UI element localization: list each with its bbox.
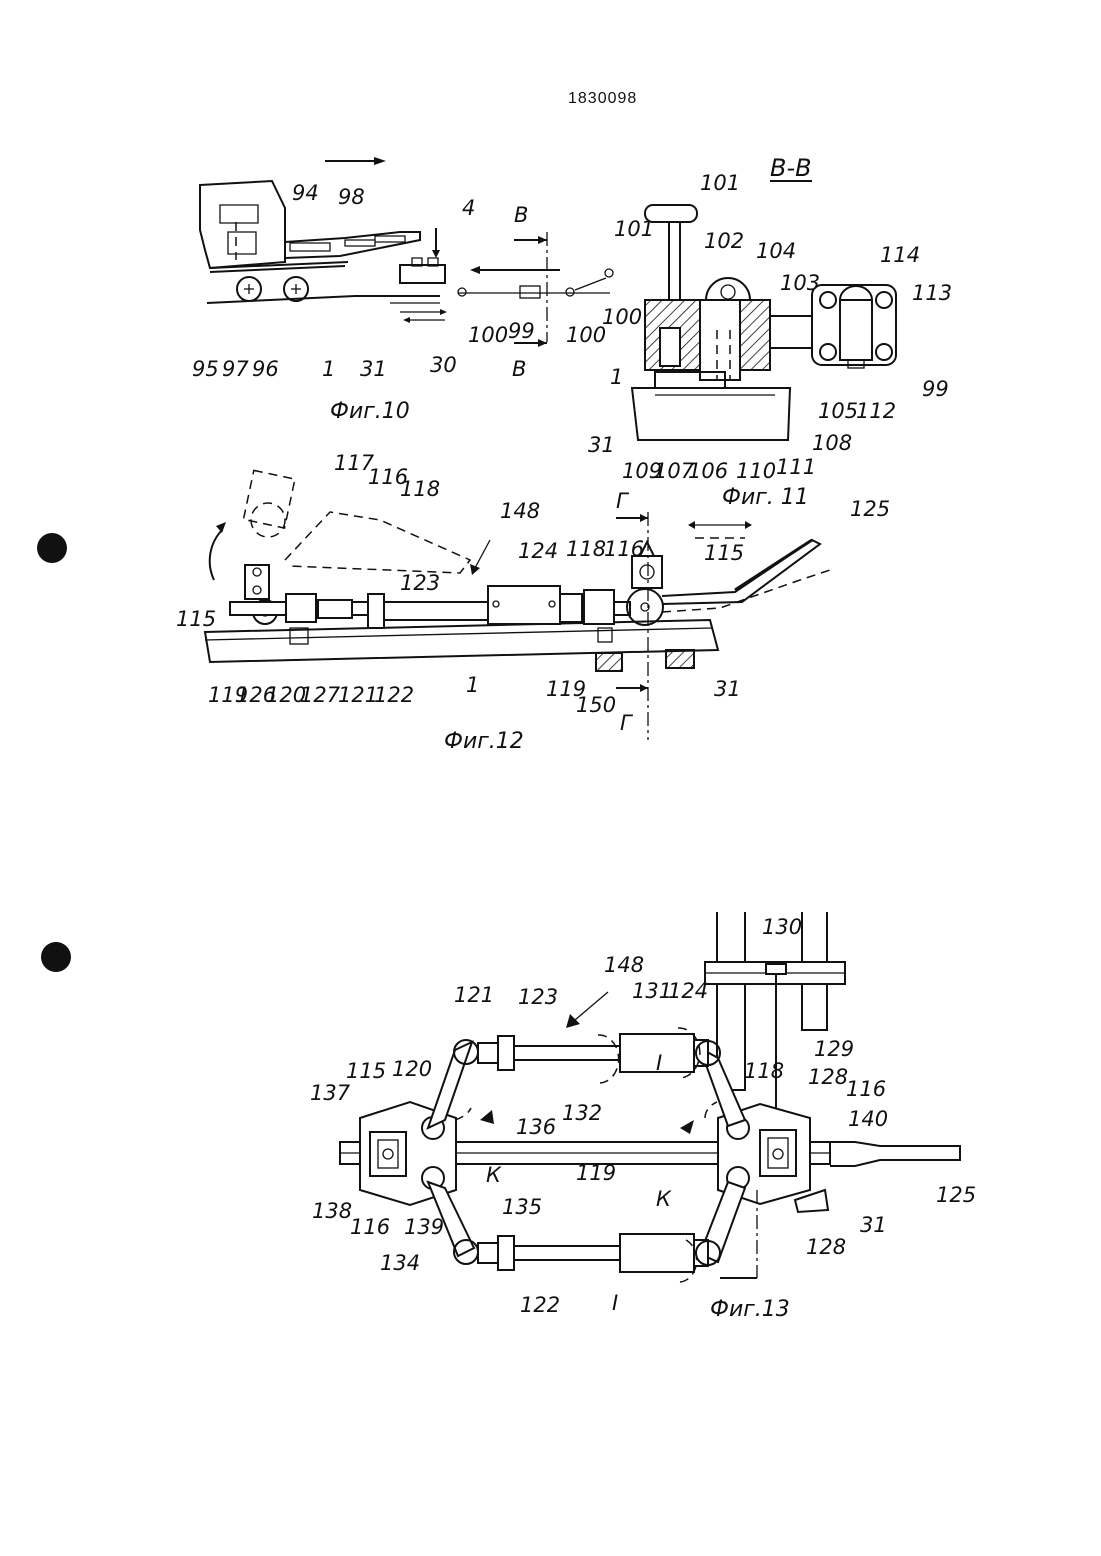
section-letter: В [512, 357, 526, 381]
callout-label: 140 [848, 1107, 888, 1131]
callout-label: 118 [744, 1059, 784, 1083]
callout-label: 98 [338, 185, 365, 209]
figure-10 [200, 157, 613, 347]
callout-label: 124 [668, 979, 708, 1003]
callout-label: 115 [704, 541, 744, 565]
callout-label: 1 [322, 357, 335, 381]
punch-hole-bottom [41, 942, 71, 972]
callout-label: 131 [632, 979, 672, 1003]
callout-label: 31 [860, 1213, 887, 1237]
callout-label: 1 [466, 673, 479, 697]
callout-label: 118 [400, 477, 440, 501]
callout-label: 137 [310, 1081, 351, 1105]
callout-label: 100 [566, 323, 606, 347]
callout-label: 94 [292, 181, 319, 205]
callout-label: 108 [812, 431, 852, 455]
callout-label: 116 [350, 1215, 390, 1239]
section-letter: К [486, 1163, 502, 1187]
punch-hole-top [37, 533, 67, 563]
figure-caption: Фиг.13 [710, 1297, 790, 1322]
callout-label: 114 [880, 243, 920, 267]
callout-label: 116 [604, 537, 644, 561]
callout-label: 121 [454, 983, 494, 1007]
callout-label: 95 [192, 357, 219, 381]
section-letter: I [612, 1291, 618, 1315]
callout-label: 132 [562, 1101, 602, 1125]
callout-label: 123 [400, 571, 440, 595]
callout-label: 104 [756, 239, 796, 263]
callout-label: 128 [806, 1235, 846, 1259]
callout-label: 30 [430, 353, 457, 377]
callout-label: 120 [392, 1057, 432, 1081]
callout-label: 150 [576, 693, 616, 717]
callout-label: 124 [518, 539, 558, 563]
callout-label: 128 [808, 1065, 848, 1089]
callout-label: 138 [312, 1199, 352, 1223]
callout-label: 125 [936, 1183, 976, 1207]
callout-label: 118 [566, 537, 606, 561]
callout-label: 123 [518, 985, 558, 1009]
section-letter: К [656, 1187, 672, 1211]
section-mark: В-В [770, 154, 812, 182]
callout-label: 134 [380, 1251, 420, 1275]
callout-label: 103 [780, 271, 820, 295]
callout-label: 101 [700, 171, 740, 195]
callout-label: 119 [576, 1161, 616, 1185]
callout-label: 4 [462, 196, 475, 220]
callout-label: 100 [602, 305, 642, 329]
callout-label: 102 [704, 229, 744, 253]
callout-label: 122 [374, 683, 414, 707]
callout-label: 115 [346, 1059, 386, 1083]
callout-label: 116 [846, 1077, 886, 1101]
callout-label: 136 [516, 1115, 556, 1139]
callout-label: 31 [588, 433, 615, 457]
callout-label: 122 [520, 1293, 560, 1317]
callout-label: 105 [818, 399, 858, 423]
callout-label: 121 [338, 683, 378, 707]
section-letter: Г [620, 711, 634, 735]
callout-label: 130 [762, 915, 802, 939]
callout-label: 31 [714, 677, 741, 701]
figure-caption: Фиг.12 [444, 729, 524, 754]
callout-label: 115 [176, 607, 216, 631]
callout-label: 113 [912, 281, 952, 305]
callout-label: 110 [736, 459, 776, 483]
callout-label: 129 [814, 1037, 854, 1061]
section-letter: В [514, 203, 528, 227]
callout-label: 125 [850, 497, 890, 521]
callout-label: 127 [300, 683, 341, 707]
callout-label: 111 [776, 455, 816, 479]
callout-label: 96 [252, 357, 279, 381]
callout-label: 99 [508, 319, 535, 343]
callout-label: 99 [922, 377, 949, 401]
callout-label: 100 [468, 323, 508, 347]
callout-label: 148 [604, 953, 644, 977]
callout-label: 148 [500, 499, 540, 523]
callout-label: 135 [502, 1195, 542, 1219]
callout-label: 139 [404, 1215, 444, 1239]
callout-label: 101 [614, 217, 654, 241]
section-letter: I [656, 1051, 662, 1075]
figure-caption: Фиг.10 [330, 399, 410, 424]
callout-label: 106 [688, 459, 728, 483]
callout-label: 31 [360, 357, 387, 381]
section-letter: Г [616, 489, 630, 513]
figure-caption: Фиг. 11 [722, 485, 809, 510]
callout-label: 97 [222, 357, 249, 381]
callout-label: 112 [856, 399, 896, 423]
callout-label: 1 [610, 365, 623, 389]
